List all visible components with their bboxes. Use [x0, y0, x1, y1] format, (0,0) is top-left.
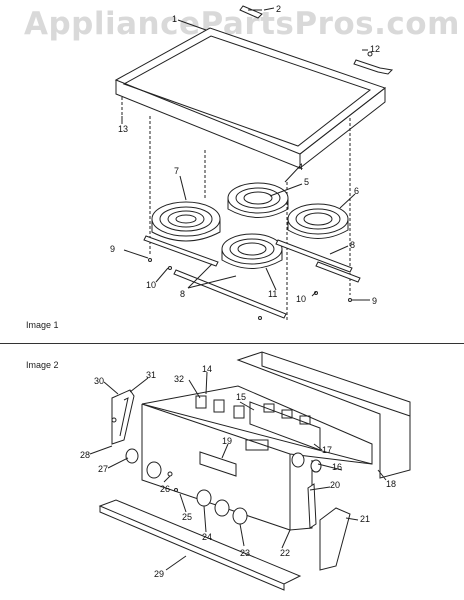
- callout-label: 29: [154, 569, 164, 579]
- screws-part-9-10: [148, 258, 352, 320]
- surface-element-part-5: [227, 182, 289, 218]
- callout-label: 27: [98, 464, 108, 474]
- display-board-part-19: [199, 439, 269, 477]
- callouts-image-2: 14 32 30 31 15 19 17 16 18 28 27 26 25 2…: [80, 364, 396, 579]
- callout-label: 32: [174, 374, 184, 384]
- bracket-part-12: [353, 51, 394, 75]
- callout-label: 13: [118, 124, 128, 134]
- surface-element-part-6: [287, 203, 349, 239]
- callout-label: 19: [222, 436, 232, 446]
- surface-element-part-11: [221, 233, 283, 269]
- end-cap-right-part-21: [319, 507, 351, 571]
- callouts-image-1: 1 2 12 13 7 4 5 6 9 8 10 8 11 10 9: [110, 4, 380, 306]
- image-1-label: Image 1: [26, 320, 59, 330]
- callout-label: 10: [146, 280, 156, 290]
- callout-label: 22: [280, 548, 290, 558]
- callout-label: 21: [360, 514, 370, 524]
- callout-label: 6: [354, 186, 359, 196]
- callout-label: 1: [172, 14, 177, 24]
- top-clip-part-2: [239, 5, 263, 19]
- surface-element-part-7: [151, 201, 221, 242]
- section-divider: [0, 343, 464, 344]
- callout-label: 9: [372, 296, 377, 306]
- callout-label: 28: [80, 450, 90, 460]
- misc-parts: [111, 417, 317, 529]
- callout-label: 17: [322, 445, 332, 455]
- callout-label: 4: [298, 162, 303, 172]
- callout-label: 18: [386, 479, 396, 489]
- manifold-cover-part-29: [98, 499, 302, 591]
- cooktop-glass-top: [114, 27, 387, 169]
- support-rails-part-8: [143, 235, 361, 319]
- callout-label: 15: [236, 392, 246, 402]
- watermark-logo-text: AppliancePartsPros.com: [24, 6, 460, 42]
- callout-label: 8: [350, 240, 355, 250]
- backguard-panel-part-18: [236, 351, 411, 479]
- callout-label: 14: [202, 364, 212, 374]
- end-cap-left-part-30: [111, 389, 135, 445]
- callout-label: 26: [160, 484, 170, 494]
- callout-label: 20: [330, 480, 340, 490]
- callout-label: 2: [276, 4, 281, 14]
- image-2-label: Image 2: [26, 360, 59, 370]
- callout-label: 7: [174, 166, 179, 176]
- callout-label: 25: [182, 512, 192, 522]
- callout-label: 30: [94, 376, 104, 386]
- callout-label: 5: [304, 177, 309, 187]
- callout-label: 31: [146, 370, 156, 380]
- callout-label: 16: [332, 462, 342, 472]
- callout-label: 10: [296, 294, 306, 304]
- callout-label: 12: [370, 44, 380, 54]
- callout-label: 24: [202, 532, 212, 542]
- callout-label: 9: [110, 244, 115, 254]
- callout-label: 8: [180, 289, 185, 299]
- callout-label: 11: [268, 289, 277, 299]
- control-switches: [195, 395, 245, 419]
- callout-label: 23: [240, 548, 250, 558]
